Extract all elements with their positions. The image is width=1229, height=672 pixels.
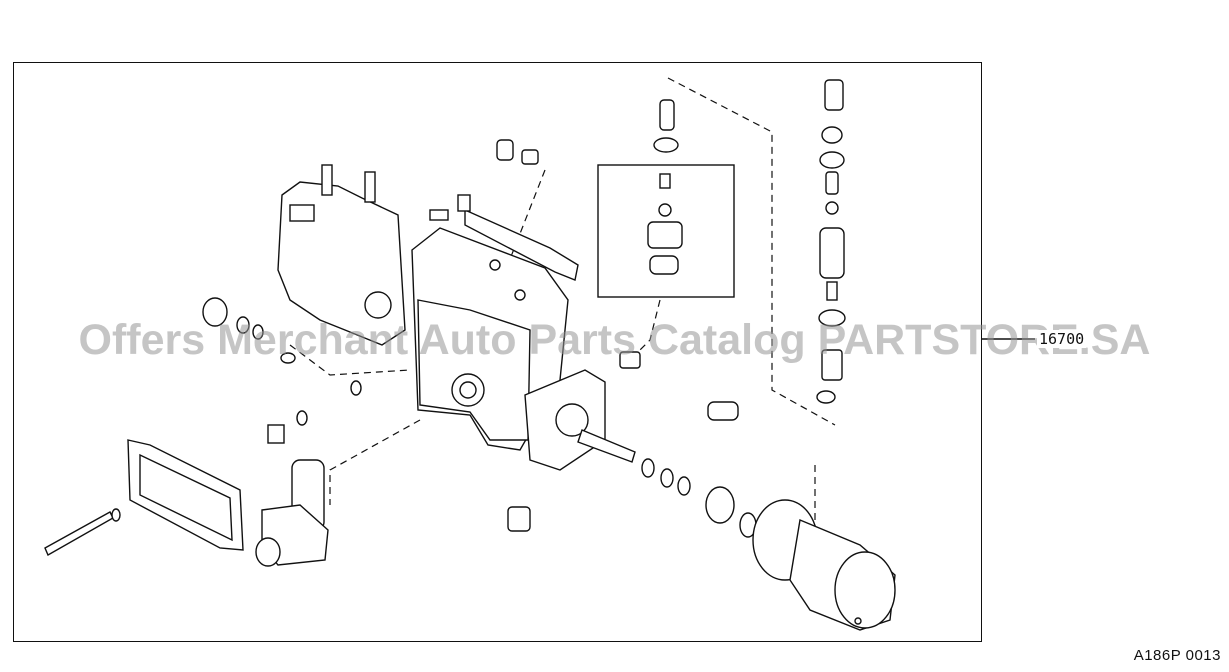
shaft-ring-2 xyxy=(660,468,674,488)
part-reference-number[interactable]: 16700 xyxy=(1037,330,1087,348)
front-flange-bore xyxy=(555,403,589,437)
governor-lever xyxy=(289,204,315,222)
assembly-dash-plunger xyxy=(329,419,421,505)
hex-bolt-washer xyxy=(296,410,308,426)
diagram-frame xyxy=(13,62,982,642)
assembly-dash-valve xyxy=(629,299,661,361)
governor-washer-1 xyxy=(236,316,250,334)
valve-fitting xyxy=(619,351,641,369)
pump-hole-1 xyxy=(514,289,526,301)
hex-bolt-left xyxy=(267,424,285,444)
banjo-bolt xyxy=(707,401,739,421)
detail-roller xyxy=(649,255,679,275)
injector-clip xyxy=(818,309,846,327)
governor-stud-1 xyxy=(321,164,333,196)
top-spring xyxy=(496,139,514,161)
pump-hole-2 xyxy=(489,259,501,271)
plunger-cap xyxy=(255,537,281,567)
figure-code: A186P 0013 xyxy=(1133,647,1221,664)
long-bolt-washer xyxy=(111,508,121,522)
injector-ball xyxy=(825,201,839,215)
shaft-ring-1 xyxy=(641,458,655,478)
small-washer xyxy=(350,380,362,396)
drain-plug xyxy=(507,506,531,532)
assembly-dash-injector xyxy=(667,77,836,426)
governor-bushing xyxy=(202,297,228,327)
pump-body-face xyxy=(417,299,531,441)
long-bolt xyxy=(44,511,114,556)
governor-stud-2 xyxy=(364,171,376,203)
pump-body-bore xyxy=(451,373,485,407)
bottom-cover-gasket xyxy=(127,439,244,551)
injector-spring xyxy=(825,171,839,195)
assembly-dash-governor xyxy=(289,344,411,376)
end-cover-bolt xyxy=(854,617,862,625)
end-cover-face xyxy=(834,551,896,629)
injector-body xyxy=(819,227,845,279)
governor-clip xyxy=(280,352,296,364)
drive-shaft xyxy=(577,429,636,463)
top-screw xyxy=(429,209,449,221)
detail-pin xyxy=(659,173,671,189)
shaft-ring-3 xyxy=(677,476,691,496)
detail-ball xyxy=(658,203,672,217)
pump-body-bore-inner xyxy=(459,381,477,399)
injector-pin xyxy=(826,281,838,301)
top-nut xyxy=(521,149,539,165)
injector-ring-1 xyxy=(821,126,843,144)
bottom-cover-gasket-inner xyxy=(139,453,233,542)
valve-seat xyxy=(653,137,679,153)
top-clip xyxy=(457,194,471,212)
injector-nozzle xyxy=(821,349,843,381)
shaft-bearing xyxy=(705,486,735,524)
injector-ring-2 xyxy=(819,151,845,169)
governor-washer-2 xyxy=(252,324,264,340)
injector-top xyxy=(824,79,844,111)
injector-washer xyxy=(816,390,836,404)
governor-port xyxy=(364,291,392,319)
detail-box xyxy=(597,164,735,298)
valve-spring xyxy=(659,99,675,131)
detail-block xyxy=(647,221,683,249)
top-gasket xyxy=(464,208,579,281)
